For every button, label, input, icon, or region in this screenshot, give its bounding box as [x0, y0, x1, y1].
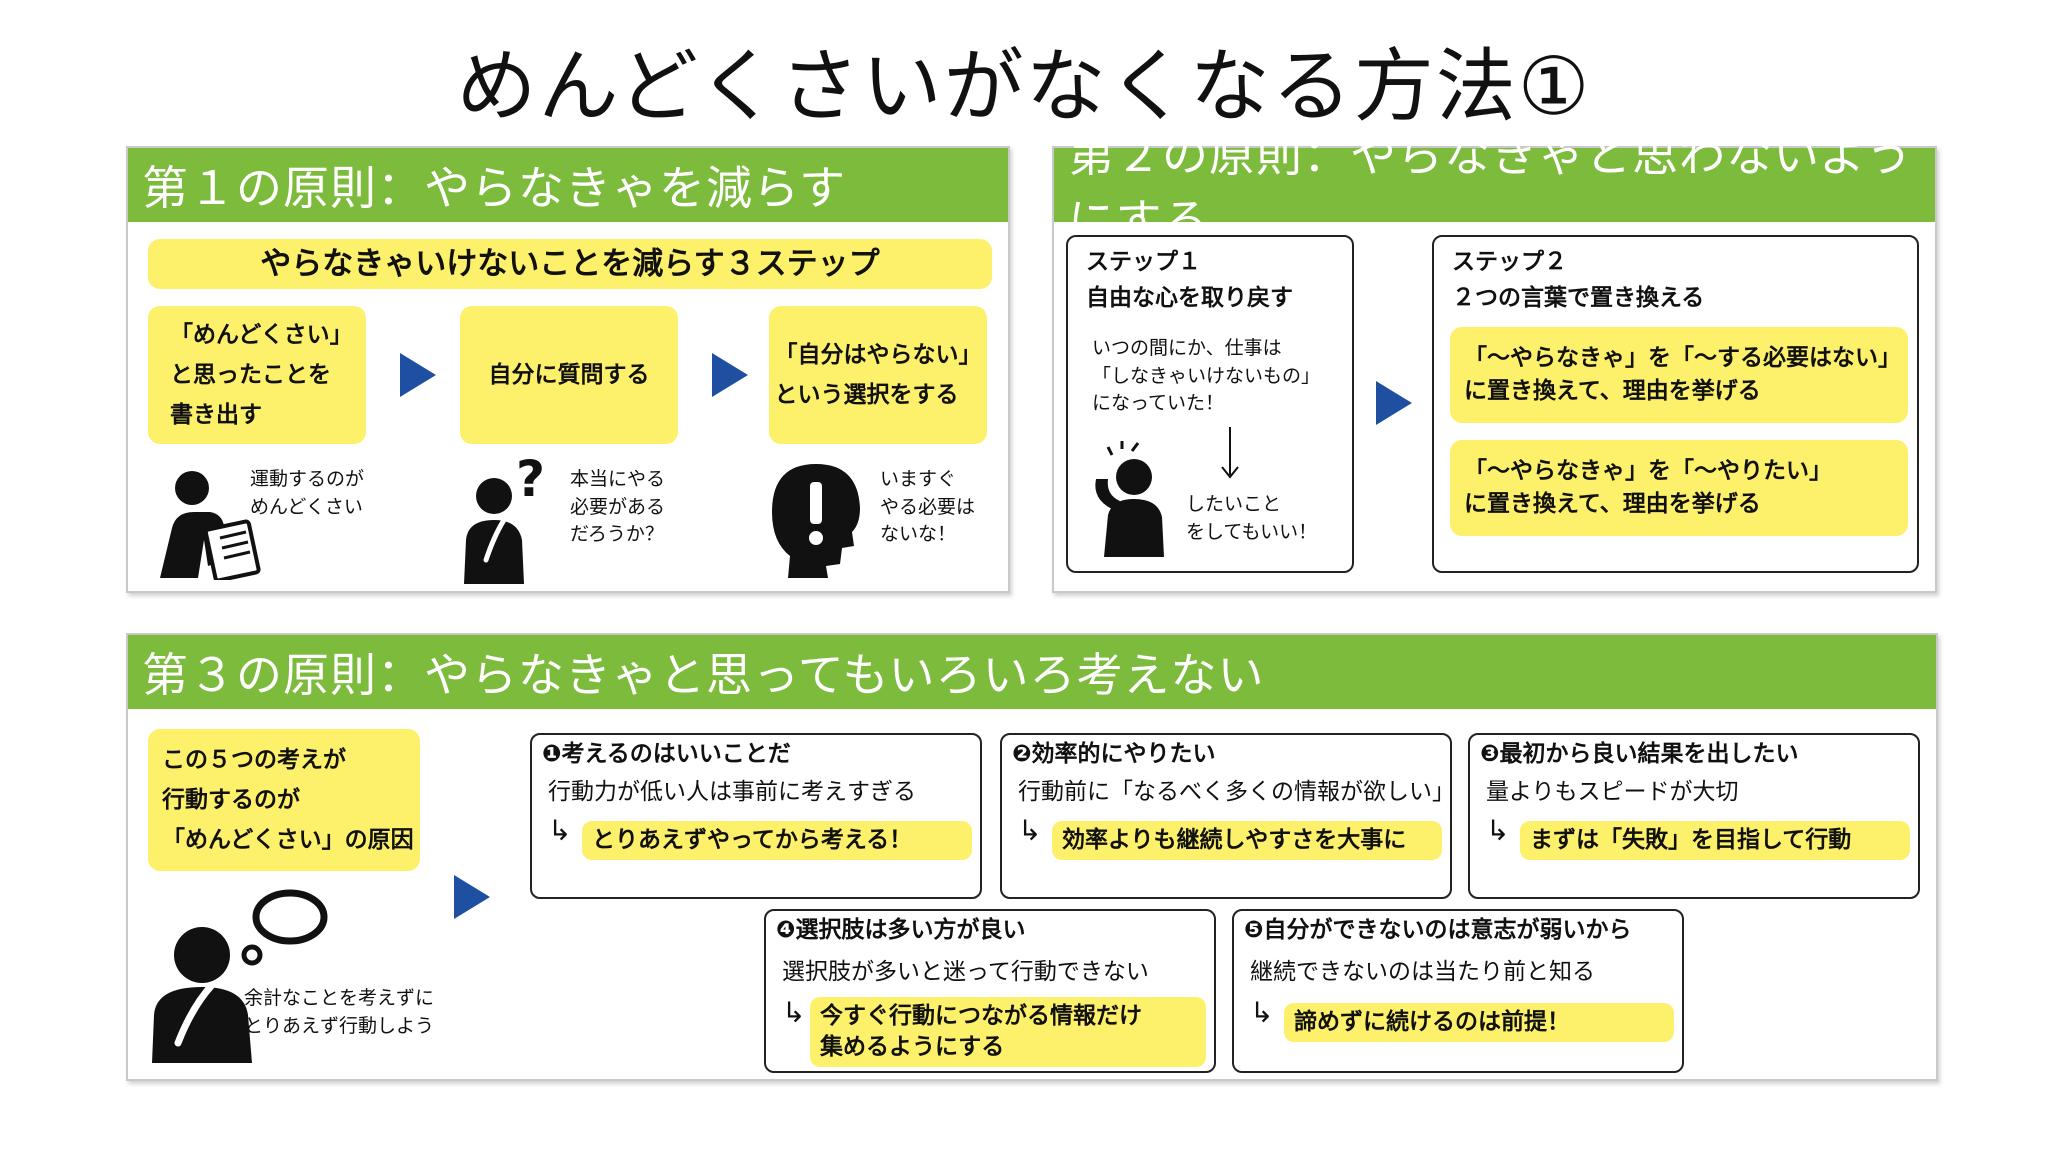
belief-tip: 今すぐ行動につながる情報だけ 集めるようにする: [810, 997, 1206, 1068]
return-arrow-icon: ↳: [548, 814, 572, 847]
step-1-text: いつの間にか、仕事は 「しなきゃいけないもの」 になっていた！: [1092, 335, 1320, 418]
belief-card-4: ❹選択肢は多い方が良い 選択肢が多いと迷って行動できない ↳ 今すぐ行動につなが…: [764, 909, 1216, 1073]
step-arrow: [400, 353, 436, 397]
belief-text: 継続できないのは当たり前と知る: [1250, 959, 1595, 985]
step-box-3: 「自分はやらない」 という選択をする: [769, 306, 987, 444]
belief-card-2: ❷効率的にやりたい 行動前に「なるべく多くの情報が欲しい」 ↳ 効率よりも継続し…: [1000, 733, 1455, 899]
person-troubled-icon: [1095, 441, 1164, 557]
step-2-title: ステップ２ ２つの言葉で置き換える: [1452, 245, 1704, 316]
step-arrow: [712, 353, 748, 397]
note-1-line: 運動するのが: [250, 468, 365, 490]
step-2-line: 自分に質問する: [488, 361, 650, 388]
return-arrow-icon: ↳: [1486, 814, 1510, 847]
step-1-result-line: したいこと: [1186, 493, 1282, 515]
return-arrow-icon: ↳: [1018, 814, 1042, 847]
step-1-line: 書き出す: [170, 402, 262, 429]
belief-card-3: ❸最初から良い結果を出したい 量よりもスピードが大切 ↳ まずは「失敗」を目指し…: [1468, 733, 1920, 899]
cause-box: この５つの考えが 行動するのが 「めんどくさい」の原因: [148, 729, 420, 871]
principle-3-header: 第３の原則：やらなきゃと思ってもいろいろ考えない: [128, 635, 1936, 709]
replace-item-2-line: 「〜やらなきゃ」を「〜やりたい」: [1464, 457, 1832, 484]
person-thinking-icon: [152, 889, 328, 1063]
bottom-message-line: 余計なことを考えずに: [244, 987, 435, 1009]
bottom-message-line: とりあえず行動しよう: [244, 1014, 435, 1037]
three-steps-banner-text: やらなきゃいけないことを減らす３ステップ: [260, 245, 880, 282]
principle-1-header: 第１の原則：やらなきゃを減らす: [128, 148, 1008, 222]
step-2-title-line: ２つの言葉で置き換える: [1452, 284, 1705, 311]
cause-line: 「めんどくさい」の原因: [162, 827, 414, 854]
note-2: 本当にやる 必要がある だろうか？: [570, 466, 665, 549]
step-1-text-line: いつの間にか、仕事は: [1092, 337, 1282, 359]
step-1-result: したいこと をしてもいい！: [1186, 491, 1317, 546]
belief-tip-line: 集めるようにする: [820, 1034, 1005, 1061]
step-1-text-line: になっていた！: [1092, 392, 1225, 415]
replace-item-1-line: に置き換えて、理由を挙げる: [1464, 378, 1761, 404]
step-arrow: [1376, 381, 1412, 425]
step-2-card: ステップ２ ２つの言葉で置き換える 「〜やらなきゃ」を「〜する必要はない」 に置…: [1432, 235, 1919, 573]
replace-item-1-line: 「〜やらなきゃ」を「〜する必要はない」: [1464, 344, 1901, 371]
principle-2-panel: 第２の原則：やらなきゃと思わないようにする ステップ１ 自由な心を取り戻す いつ…: [1052, 128, 1937, 593]
cause-line: 行動するのが: [162, 786, 300, 813]
svg-text:?: ?: [516, 456, 545, 508]
belief-tip: とりあえずやってから考える！: [582, 821, 972, 861]
note-1: 運動するのが めんどくさい: [250, 466, 364, 521]
step-1-title-line: ステップ１: [1086, 249, 1201, 275]
step-3-line: 「自分はやらない」: [774, 341, 982, 368]
three-steps-banner: やらなきゃいけないことを減らす３ステップ: [148, 239, 992, 289]
belief-title: ❺自分ができないのは意志が弱いから: [1244, 917, 1632, 943]
belief-tip-line: まずは「失敗」を目指して行動: [1530, 827, 1852, 853]
step-1-title: ステップ１ 自由な心を取り戻す: [1086, 245, 1293, 316]
belief-text: 量よりもスピードが大切: [1486, 779, 1739, 805]
note-2-line: 本当にやる: [570, 468, 666, 490]
belief-tip-line: 諦めずに続けるのは前提！: [1294, 1009, 1570, 1035]
note-2-line: だろうか？: [570, 523, 664, 546]
belief-tip-line: 効率よりも継続しやすさを大事に: [1062, 827, 1407, 853]
step-box-1: 「めんどくさい」 と思ったことを 書き出す: [148, 306, 366, 444]
step-3-line: という選択をする: [774, 382, 959, 408]
bottom-message: 余計なことを考えずに とりあえず行動しよう: [244, 985, 434, 1040]
step-1-card: ステップ１ 自由な心を取り戻す いつの間にか、仕事は 「しなきゃいけないもの」 …: [1066, 235, 1354, 573]
note-3-line: やる必要は: [880, 495, 976, 518]
belief-tip: 効率よりも継続しやすさを大事に: [1052, 821, 1442, 861]
return-arrow-icon: ↳: [782, 996, 806, 1029]
belief-tip-line: 今すぐ行動につながる情報だけ: [820, 1003, 1142, 1029]
belief-card-5: ❺自分ができないのは意志が弱いから 継続できないのは当たり前と知る ↳ 諦めずに…: [1232, 909, 1684, 1073]
step-1-title-line: 自由な心を取り戻す: [1086, 284, 1293, 311]
principle-1-panel: 第１の原則：やらなきゃを減らす やらなきゃいけないことを減らす３ステップ 「めん…: [126, 146, 1010, 593]
head-exclamation-icon: [772, 464, 860, 578]
principle-2-header: 第２の原則：やらなきゃと思わないようにする: [1054, 128, 1935, 248]
step-1-result-line: をしてもいい！: [1186, 520, 1318, 543]
step-1-line: 「めんどくさい」: [170, 321, 353, 348]
return-arrow-icon: ↳: [1250, 996, 1274, 1029]
step-box-2: 自分に質問する: [460, 306, 678, 444]
belief-tip: まずは「失敗」を目指して行動: [1520, 821, 1910, 861]
belief-tip-line: とりあえずやってから考える！: [592, 827, 913, 853]
down-arrow-icon: [1221, 427, 1239, 479]
replace-item-1: 「〜やらなきゃ」を「〜する必要はない」 に置き換えて、理由を挙げる: [1450, 327, 1908, 423]
step-2-title-line: ステップ２: [1452, 249, 1567, 275]
note-3-line: いますぐ: [880, 468, 957, 490]
belief-title: ❹選択肢は多い方が良い: [776, 917, 1026, 943]
replace-item-2-line: に置き換えて、理由を挙げる: [1464, 491, 1761, 517]
cause-line: この５つの考えが: [162, 746, 346, 773]
page-title: めんどくさいがなくなる方法①: [456, 40, 1592, 133]
cause-arrow: [454, 875, 490, 919]
belief-tip: 諦めずに続けるのは前提！: [1284, 1003, 1674, 1043]
belief-text: 行動力が低い人は事前に考えすぎる: [548, 779, 916, 805]
belief-title: ❷効率的にやりたい: [1012, 741, 1216, 767]
person-question-icon: ?: [464, 456, 545, 584]
replace-item-2: 「〜やらなきゃ」を「〜やりたい」 に置き換えて、理由を挙げる: [1450, 440, 1908, 536]
note-1-line: めんどくさい: [250, 495, 363, 518]
belief-title: ❶考えるのはいいことだ: [542, 741, 791, 767]
belief-text: 行動前に「なるべく多くの情報が欲しい」: [1018, 779, 1455, 805]
belief-title: ❸最初から良い結果を出したい: [1480, 741, 1799, 767]
principle-3-panel: 第３の原則：やらなきゃと思ってもいろいろ考えない この５つの考えが 行動するのが…: [126, 633, 1938, 1081]
note-3: いますぐ やる必要は ないな！: [880, 466, 975, 549]
step-1-line: と思ったことを: [170, 361, 331, 388]
note-3-line: ないな！: [880, 523, 957, 546]
belief-card-1: ❶考えるのはいいことだ 行動力が低い人は事前に考えすぎる ↳ とりあえずやってか…: [530, 733, 982, 899]
step-1-text-line: 「しなきゃいけないもの」: [1092, 364, 1321, 387]
person-writing-icon: [160, 471, 261, 580]
note-2-line: 必要がある: [570, 495, 666, 518]
belief-text: 選択肢が多いと迷って行動できない: [782, 959, 1149, 985]
